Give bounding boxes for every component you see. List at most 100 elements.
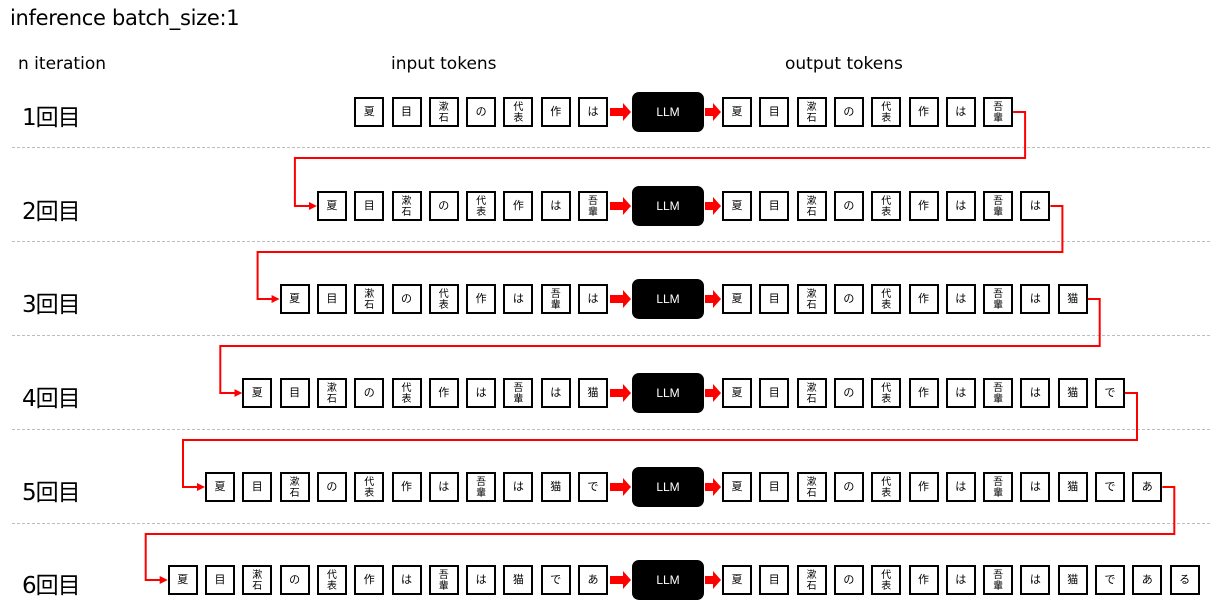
llm-block: LLM — [632, 560, 704, 600]
output-token: の — [833, 284, 864, 314]
iteration-header: n iteration — [18, 54, 106, 74]
output-token: 夏 — [722, 284, 752, 314]
output-token: の — [833, 565, 864, 595]
input-token: の — [354, 378, 385, 408]
output-token: 吾 輩 — [983, 378, 1014, 408]
input-token: 代 表 — [503, 97, 534, 127]
output-token: は — [945, 284, 976, 314]
arrow-out-of-llm — [705, 103, 721, 121]
output-token: 猫 — [1057, 472, 1088, 502]
output-token: 漱 石 — [796, 191, 827, 221]
input-token: 目 — [205, 565, 235, 595]
input-tokens-header: input tokens — [391, 54, 497, 74]
output-token: 吾 輩 — [983, 191, 1014, 221]
output-token: 漱 石 — [796, 97, 827, 127]
input-token: の — [428, 191, 459, 221]
llm-block: LLM — [632, 92, 704, 132]
input-token: は — [540, 378, 571, 408]
output-token: の — [833, 472, 864, 502]
output-token: は — [1020, 191, 1051, 221]
output-token: 漱 石 — [796, 378, 827, 408]
output-token: 目 — [759, 472, 790, 502]
input-token: あ — [578, 565, 608, 595]
output-token: 猫 — [1057, 378, 1088, 408]
arrow-out-of-llm — [705, 571, 721, 589]
row-divider — [12, 523, 1210, 524]
input-token: 吾 輩 — [466, 472, 497, 502]
output-token: 代 表 — [871, 378, 902, 408]
input-token: 作 — [428, 378, 459, 408]
output-token: 吾 輩 — [983, 97, 1014, 127]
input-token: 作 — [391, 472, 422, 502]
input-token: 目 — [316, 284, 347, 314]
output-token: 吾 輩 — [983, 565, 1014, 595]
input-token: 目 — [354, 191, 385, 221]
input-token: 漱 石 — [428, 97, 459, 127]
input-token: は — [540, 191, 571, 221]
input-token: 漱 石 — [316, 378, 347, 408]
arrow-into-llm — [610, 290, 631, 308]
input-token: は — [578, 284, 608, 314]
output-token: 代 表 — [871, 284, 902, 314]
input-token: 吾 輩 — [578, 191, 608, 221]
iteration-label: 3回目 — [22, 292, 81, 318]
output-token: 吾 輩 — [983, 472, 1014, 502]
iteration-label: 4回目 — [22, 386, 81, 412]
row-divider — [12, 147, 1210, 148]
arrow-into-llm — [610, 478, 631, 496]
input-token: 猫 — [578, 378, 608, 408]
output-token: 夏 — [722, 191, 752, 221]
input-token: 夏 — [354, 97, 385, 127]
input-token: 夏 — [316, 191, 347, 221]
output-token: は — [1020, 378, 1051, 408]
output-token: は — [1020, 472, 1051, 502]
arrow-out-of-llm — [705, 290, 721, 308]
output-token: は — [1020, 565, 1051, 595]
input-token: の — [466, 97, 497, 127]
output-token: の — [833, 191, 864, 221]
input-token: 吾 輩 — [540, 284, 571, 314]
iteration-label: 2回目 — [22, 199, 81, 225]
llm-block: LLM — [632, 186, 704, 226]
output-token: で — [1095, 472, 1125, 502]
input-token: は — [503, 472, 534, 502]
input-token: 目 — [279, 378, 310, 408]
arrow-into-llm — [610, 571, 631, 589]
output-token: あ — [1132, 565, 1163, 595]
input-token: の — [279, 565, 310, 595]
input-token: 作 — [503, 191, 534, 221]
input-token: は — [466, 565, 497, 595]
llm-block: LLM — [632, 467, 704, 507]
input-token: 漱 石 — [354, 284, 385, 314]
row-divider — [12, 241, 1210, 242]
input-token: の — [391, 284, 422, 314]
output-token: 猫 — [1057, 284, 1088, 314]
row-divider — [12, 335, 1210, 336]
output-token: で — [1095, 378, 1125, 408]
input-token: 吾 輩 — [503, 378, 534, 408]
input-token: 作 — [354, 565, 385, 595]
output-token: 夏 — [722, 472, 752, 502]
input-token: 代 表 — [391, 378, 422, 408]
output-token: 目 — [759, 97, 790, 127]
output-token: は — [945, 472, 976, 502]
input-token: で — [540, 565, 571, 595]
output-token: で — [1095, 565, 1125, 595]
input-token: 代 表 — [466, 191, 497, 221]
input-token: 猫 — [503, 565, 534, 595]
input-token: 吾 輩 — [428, 565, 459, 595]
output-token: 吾 輩 — [983, 284, 1014, 314]
output-token: 夏 — [722, 565, 752, 595]
iteration-label: 5回目 — [22, 480, 81, 506]
input-token: は — [391, 565, 422, 595]
output-token: 夏 — [722, 97, 752, 127]
output-token: 作 — [908, 284, 939, 314]
arrow-out-of-llm — [705, 384, 721, 402]
output-token: 作 — [908, 472, 939, 502]
input-token: 作 — [466, 284, 497, 314]
output-token: 漱 石 — [796, 284, 827, 314]
diagram-title: inference batch_size:1 — [10, 6, 240, 30]
input-token: で — [578, 472, 608, 502]
output-token: る — [1169, 565, 1200, 595]
llm-block: LLM — [632, 279, 704, 319]
